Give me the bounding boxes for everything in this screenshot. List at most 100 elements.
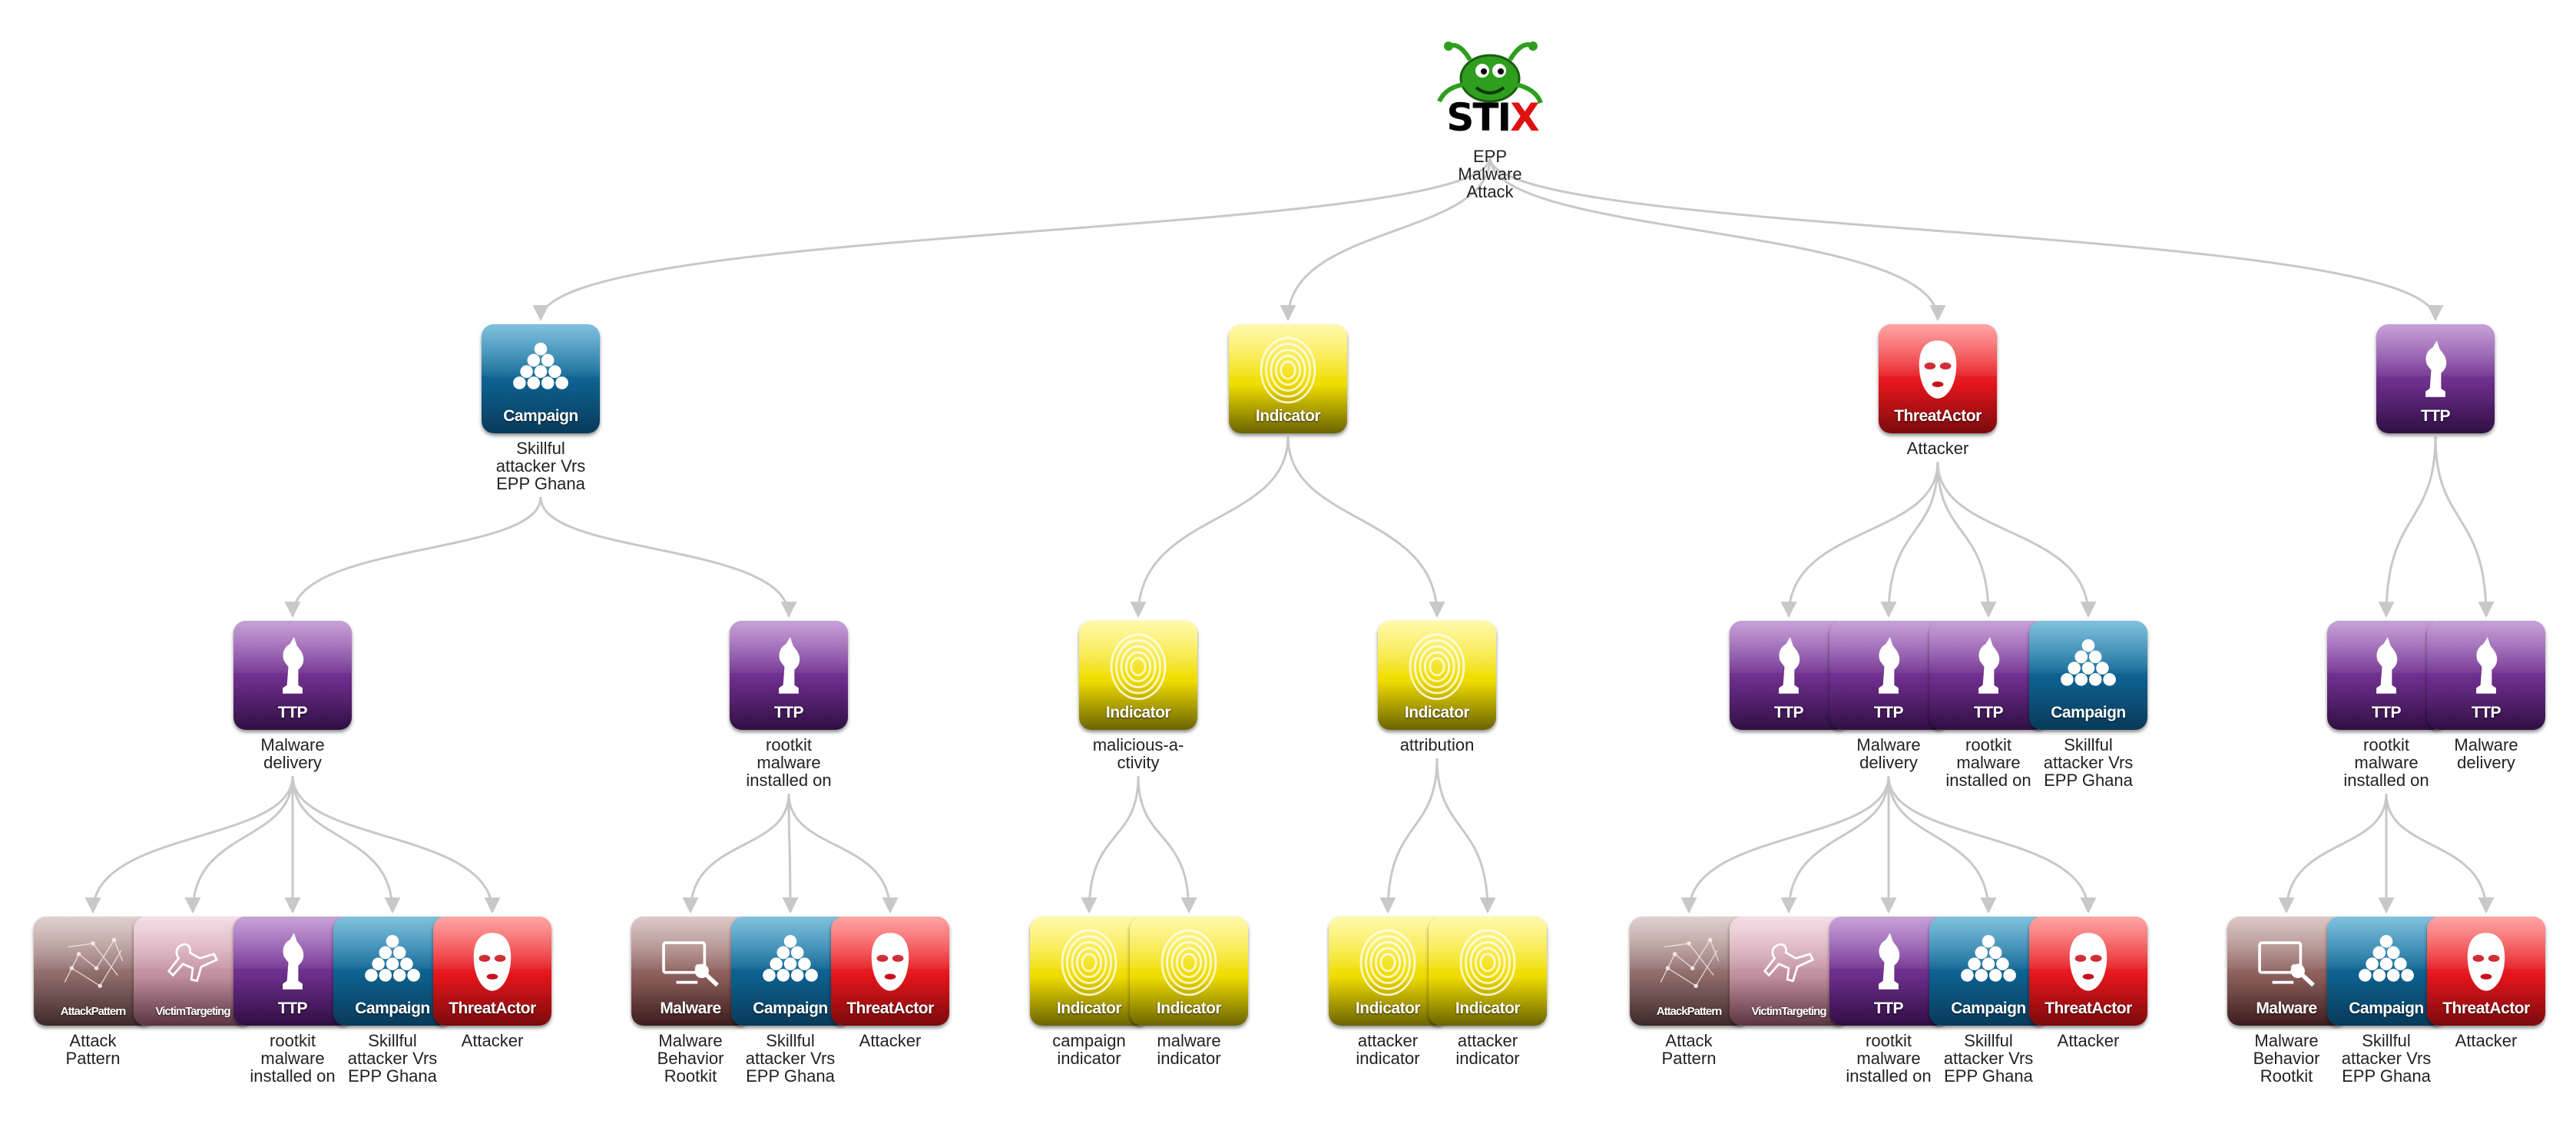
indicator-icon (1030, 926, 1148, 996)
node-type-label: TTP (773, 704, 804, 721)
campaign-node[interactable]: Campaign (2327, 917, 2445, 1026)
edge-arrow (1280, 157, 1492, 322)
node-gloss (433, 917, 551, 970)
edge-arrow (1780, 461, 1939, 618)
node-caption: Attack Pattern (65, 1031, 121, 1068)
node-caption: rootkit malware installed on (1846, 1031, 1932, 1086)
node-type-label: Malware (660, 1000, 721, 1017)
indicator-node[interactable]: Indicator (1429, 917, 1547, 1026)
edge-arrow (291, 775, 501, 914)
node-caption: Attacker (1906, 439, 1969, 458)
threat-node[interactable]: ThreatActor (831, 917, 949, 1026)
node-gloss (730, 621, 848, 674)
node-caption: rootkit malware installed on (746, 735, 832, 790)
edge-arrow (1780, 775, 1890, 914)
campaign-node[interactable]: Campaign (1929, 917, 2048, 1026)
ttp-node[interactable]: TTP (730, 621, 848, 730)
node-type-label: TTP (1973, 704, 2004, 721)
node-caption: Malware delivery (260, 735, 325, 772)
edge-arrow (1130, 436, 1290, 618)
ttp-node[interactable]: TTP (1929, 621, 2048, 730)
ttp-icon (233, 630, 352, 701)
node-gloss (2376, 324, 2495, 377)
edge-arrow (1936, 461, 1997, 618)
node-caption: rootkit malware installed on (2343, 735, 2429, 790)
indicator-node[interactable]: Indicator (1329, 917, 1447, 1026)
edge-arrow (1488, 157, 2444, 322)
node-gloss (1730, 917, 1848, 970)
node-caption: campaign indicator (1052, 1031, 1126, 1068)
campaign-icon (2327, 926, 2445, 996)
indicator-icon (1329, 926, 1447, 996)
threat-node[interactable]: ThreatActor (1879, 324, 1997, 433)
node-type-label: TTP (1773, 704, 1804, 721)
attack-node[interactable]: AttackPattern (34, 917, 152, 1026)
edge-arrow (2278, 793, 2388, 914)
malware-node[interactable]: Malware (631, 917, 750, 1026)
victim-node[interactable]: VictimTargeting (1730, 917, 1848, 1026)
campaign-node[interactable]: Campaign (2029, 621, 2147, 730)
malware-node[interactable]: Malware (2227, 917, 2346, 1026)
campaign-icon (2029, 630, 2147, 701)
node-caption: Attacker (2455, 1031, 2518, 1050)
attack-node[interactable]: AttackPattern (1630, 917, 1748, 1026)
edge-arrow (1887, 775, 1997, 914)
node-caption: Malware delivery (2454, 735, 2518, 772)
ttp-node[interactable]: TTP (1730, 621, 1848, 730)
threat-node[interactable]: ThreatActor (433, 917, 551, 1026)
edge-arrow (532, 157, 1492, 322)
node-caption: Skillful attacker Vrs EPP Ghana (2043, 735, 2134, 790)
node-caption: Skillful attacker Vrs EPP Ghana (495, 439, 586, 493)
edge-arrow (1880, 461, 1939, 618)
node-type-label: Campaign (2349, 1000, 2424, 1017)
attack-icon (34, 926, 152, 996)
indicator-node[interactable]: Indicator (1229, 324, 1347, 433)
ttp-node[interactable]: TTP (1829, 917, 1948, 1026)
node-gloss (731, 917, 849, 970)
node-gloss (1329, 917, 1447, 970)
node-gloss (134, 917, 252, 970)
node-type-label: TTP (2371, 704, 2402, 721)
node-type-label: Indicator (1156, 1000, 1222, 1017)
campaign-node[interactable]: Campaign (482, 324, 600, 433)
stix-bug-logo-icon (1437, 41, 1543, 104)
ttp-node[interactable]: TTP (233, 621, 352, 730)
node-type-label: ThreatActor (2442, 1000, 2530, 1017)
node-gloss (1929, 621, 2048, 674)
node-caption: Malware delivery (1856, 735, 1921, 772)
stix-root-node[interactable] (1429, 31, 1551, 146)
ttp-node[interactable]: TTP (233, 917, 352, 1026)
ttp-node[interactable]: TTP (2327, 621, 2445, 730)
node-type-label: TTP (2471, 704, 2502, 721)
node-gloss (482, 324, 600, 377)
campaign-node[interactable]: Campaign (333, 917, 452, 1026)
threat-node[interactable]: ThreatActor (2029, 917, 2147, 1026)
ttp-node[interactable]: TTP (2376, 324, 2495, 433)
ttp-icon (233, 926, 352, 996)
node-gloss (1829, 621, 1948, 674)
ttp-node[interactable]: TTP (2427, 621, 2545, 730)
node-gloss (233, 917, 352, 970)
ttp-icon (1730, 630, 1848, 701)
root-caption: EPP Malware Attack (1458, 147, 1522, 201)
ttp-node[interactable]: TTP (1829, 621, 1948, 730)
node-caption: Malware Behavior Rootkit (2253, 1031, 2320, 1086)
node-gloss (1929, 917, 2048, 970)
node-caption: rootkit malware installed on (1945, 735, 2031, 790)
campaign-node[interactable]: Campaign (731, 917, 849, 1026)
indicator-icon (1229, 333, 1347, 404)
indicator-node[interactable]: Indicator (1079, 621, 1197, 730)
indicator-node[interactable]: Indicator (1030, 917, 1148, 1026)
threat-icon (433, 926, 551, 996)
edge-arrow (284, 496, 542, 618)
indicator-icon (1378, 630, 1496, 701)
node-caption: Attack Pattern (1661, 1031, 1717, 1068)
node-gloss (1079, 621, 1197, 674)
campaign-icon (333, 926, 452, 996)
indicator-node[interactable]: Indicator (1378, 621, 1496, 730)
victim-node[interactable]: VictimTargeting (134, 917, 252, 1026)
threat-node[interactable]: ThreatActor (2427, 917, 2545, 1026)
indicator-node[interactable]: Indicator (1130, 917, 1248, 1026)
